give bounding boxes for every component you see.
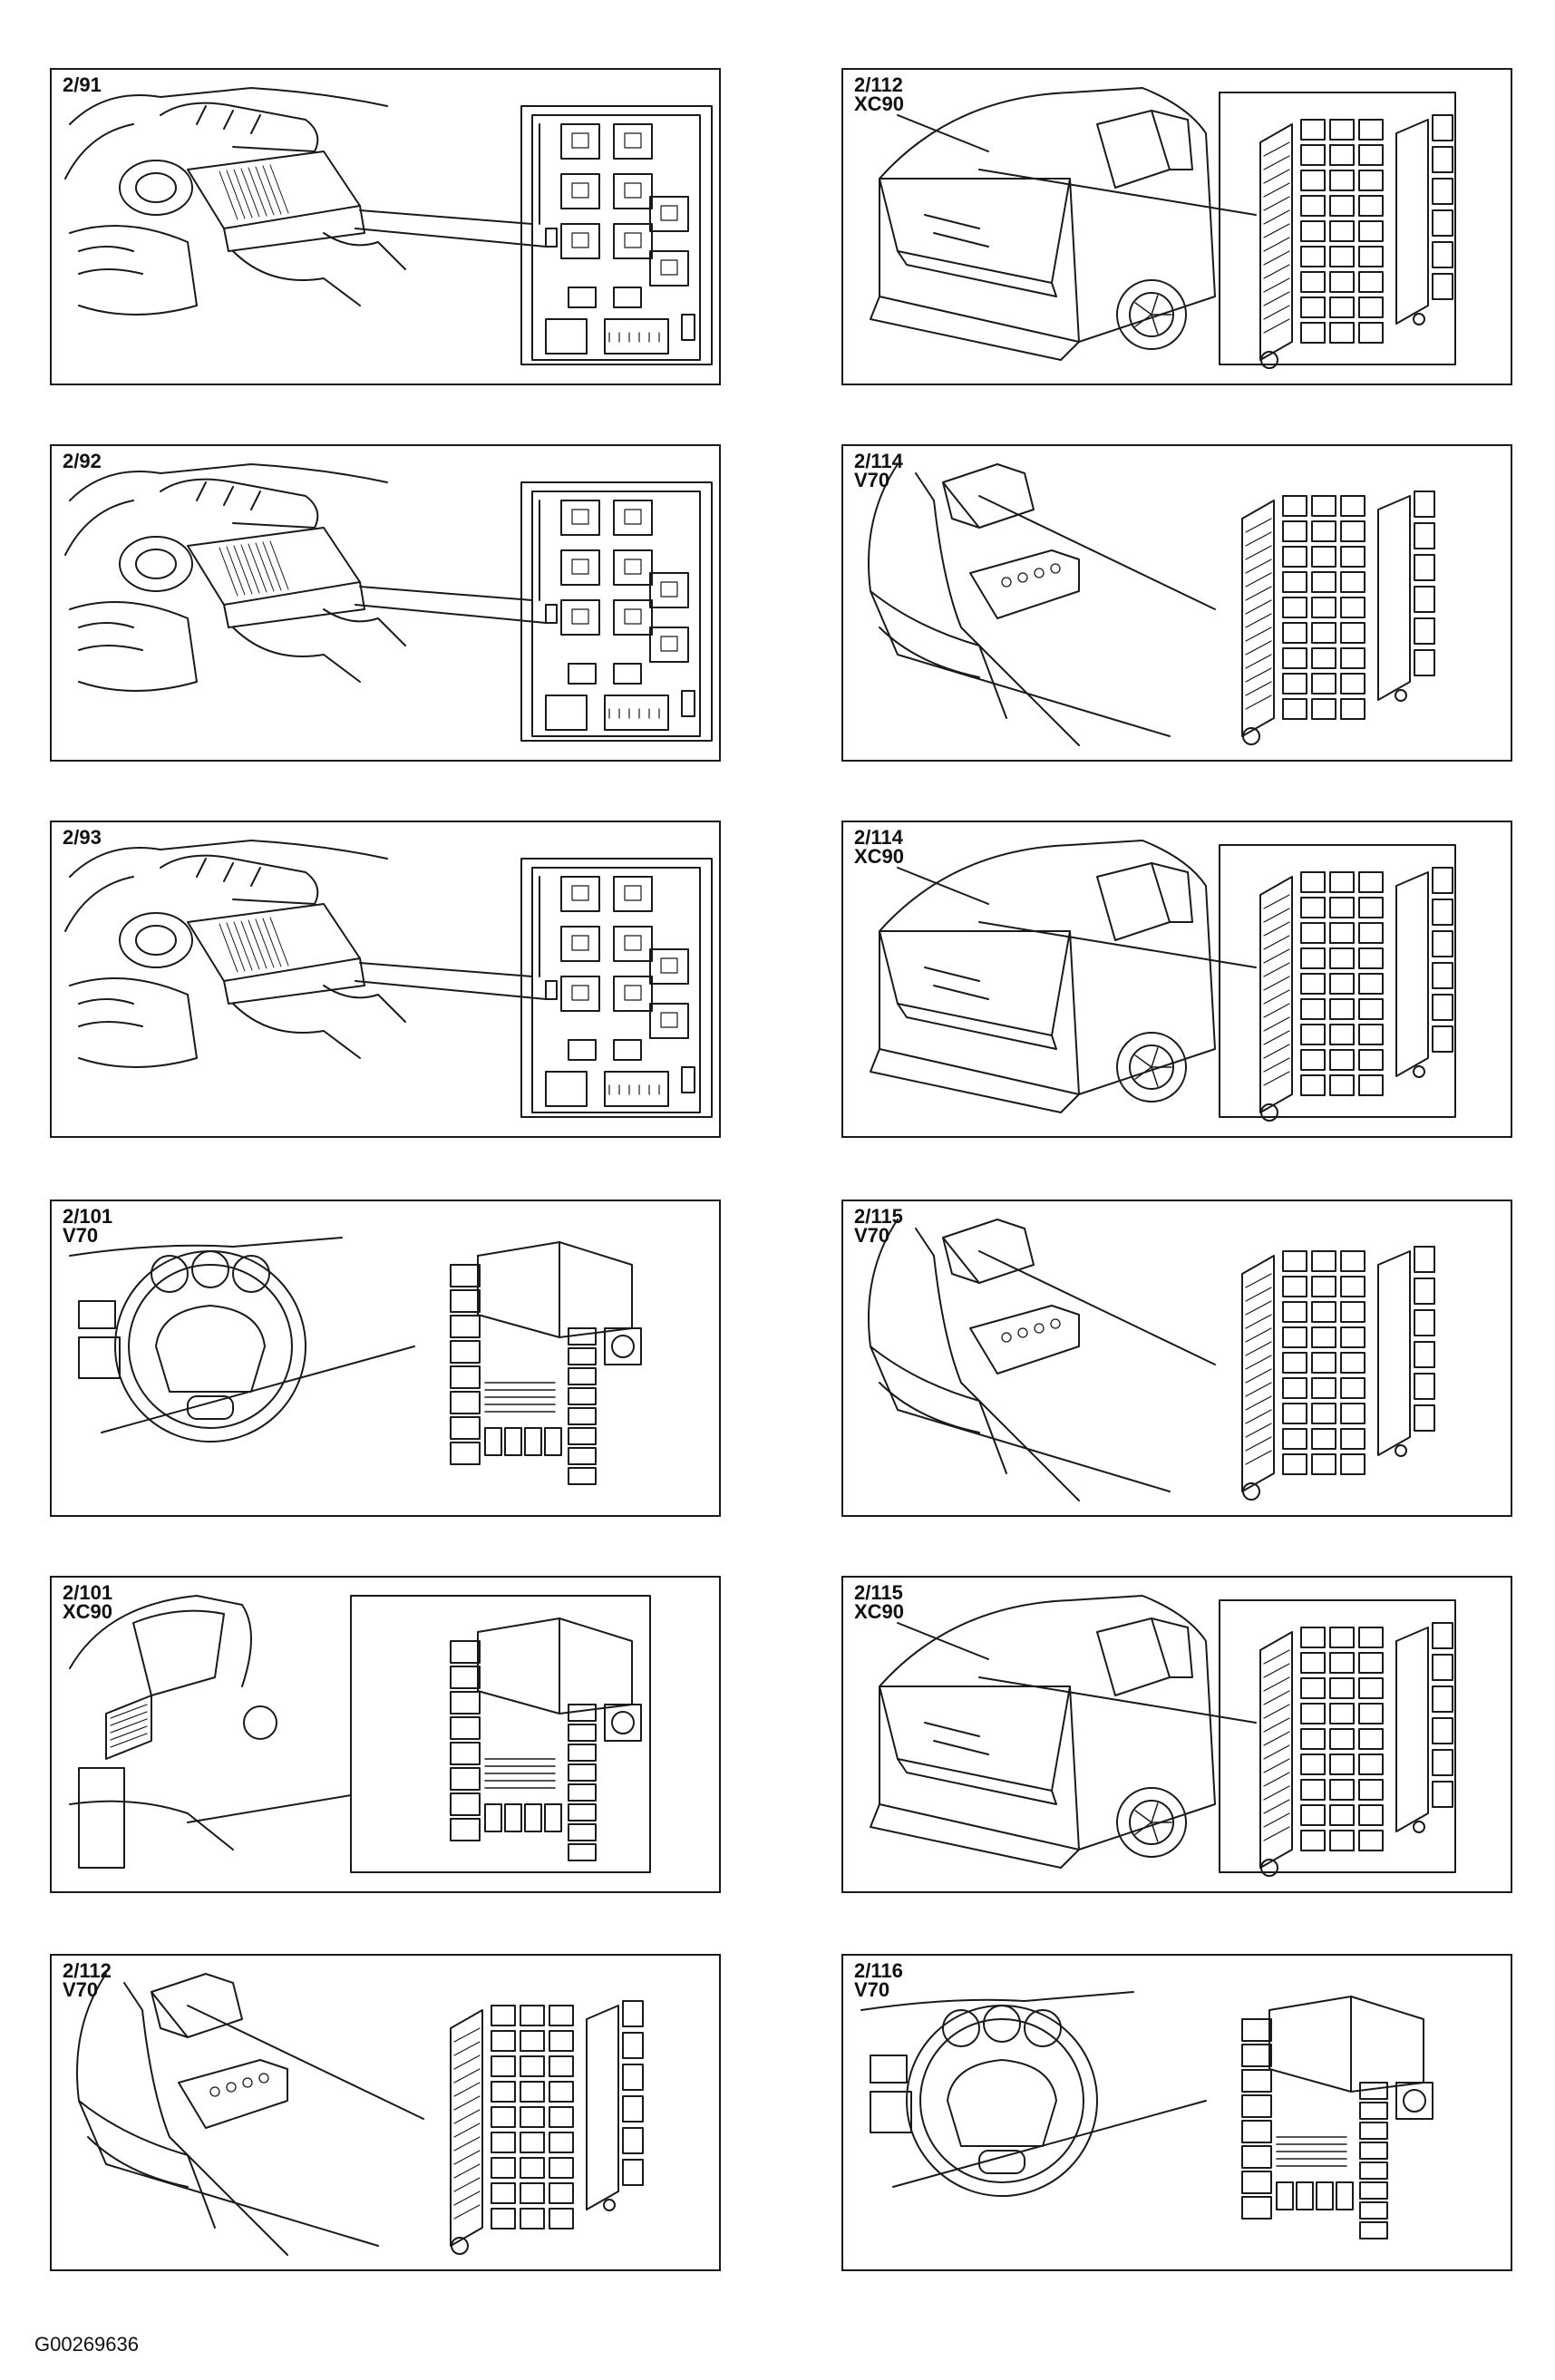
xc90-dashboard-illustration (69, 1595, 651, 1873)
panel-illustration (69, 1595, 651, 1873)
panel-label: 2/115 V70 (854, 1205, 903, 1247)
v70-cargo-illustration (868, 1219, 1216, 1501)
fuse-block-detail (450, 2000, 644, 2255)
diagram-panel-2-112-v70: 2/112 V70 (50, 1954, 721, 2271)
panel-illustration (870, 840, 1456, 1122)
panel-illustration (860, 1991, 1434, 2239)
panel-label: 2/101 V70 (63, 1205, 113, 1247)
figure-id: G00269636 (34, 2333, 139, 2356)
diagram-panel-2-116-v70: 2/116 V70 (841, 1954, 1512, 2271)
steering-wheel-illustration (860, 1991, 1207, 2197)
xc90-rear-illustration (870, 87, 1257, 361)
relay-box-detail (355, 481, 713, 742)
panel-label: 2/101 XC90 (63, 1581, 113, 1623)
panel-label: 2/115 XC90 (854, 1581, 905, 1623)
panel-illustration (64, 463, 713, 742)
panel-label: 2/91 (63, 73, 102, 96)
fuse-block-detail (1259, 867, 1453, 1122)
xc90-rear-illustration (870, 1595, 1257, 1869)
panel-illustration (868, 1219, 1435, 1501)
relay-box-detail (355, 105, 713, 365)
diagram-panel-2-91: 2/91 (50, 68, 721, 385)
fuse-block-detail (1259, 1622, 1453, 1877)
panel-label: 2/92 (63, 450, 102, 472)
engine-bay-illustration (64, 87, 406, 316)
panel-label: 2/112 XC90 (854, 73, 905, 115)
diagram-panel-2-101-xc90: 2/101 XC90 (50, 1576, 721, 1893)
diagram-panel-2-101-v70: 2/101 V70 (50, 1200, 721, 1517)
detail-frame (1219, 92, 1456, 365)
fuse-block-detail (1259, 114, 1453, 369)
v70-cargo-illustration (76, 1973, 424, 2256)
panel-illustration (870, 87, 1456, 369)
diagram-panel-2-112-xc90: 2/112 XC90 (841, 68, 1512, 385)
engine-bay-illustration (64, 463, 406, 692)
diagram-panel-2-114-v70: 2/114 V70 (841, 444, 1512, 762)
panel-illustration (870, 1595, 1456, 1877)
diagram-panel-2-114-xc90: 2/114 XC90 (841, 821, 1512, 1138)
relay-box-detail (355, 858, 713, 1118)
diagram-panel-2-115-v70: 2/115 V70 (841, 1200, 1512, 1517)
panel-label: 2/114 V70 (854, 450, 903, 491)
central-electronic-module-detail (1241, 1996, 1434, 2239)
diagram-panel-2-115-xc90: 2/115 XC90 (841, 1576, 1512, 1893)
panel-illustration (69, 1237, 642, 1485)
steering-wheel-illustration (69, 1237, 415, 1443)
panel-label: 2/114 XC90 (854, 826, 905, 868)
panel-illustration (64, 840, 713, 1118)
central-electronic-module-detail (450, 1241, 642, 1485)
engine-bay-illustration (64, 840, 406, 1068)
v70-cargo-illustration (868, 463, 1216, 746)
detail-frame (1219, 1599, 1456, 1873)
panel-illustration (868, 463, 1435, 746)
panel-label: 2/93 (63, 826, 102, 849)
diagram-panel-2-92: 2/92 (50, 444, 721, 762)
fuse-block-detail (1241, 1246, 1435, 1501)
panel-label: 2/116 V70 (854, 1959, 903, 2001)
detail-frame (1219, 844, 1456, 1118)
fuse-block-detail (1241, 491, 1435, 745)
central-electronic-module-detail (450, 1617, 642, 1861)
panel-illustration (64, 87, 713, 365)
panel-label: 2/112 V70 (63, 1959, 112, 2001)
panel-illustration (76, 1973, 644, 2256)
xc90-rear-illustration (870, 840, 1257, 1113)
diagram-panel-2-93: 2/93 (50, 821, 721, 1138)
